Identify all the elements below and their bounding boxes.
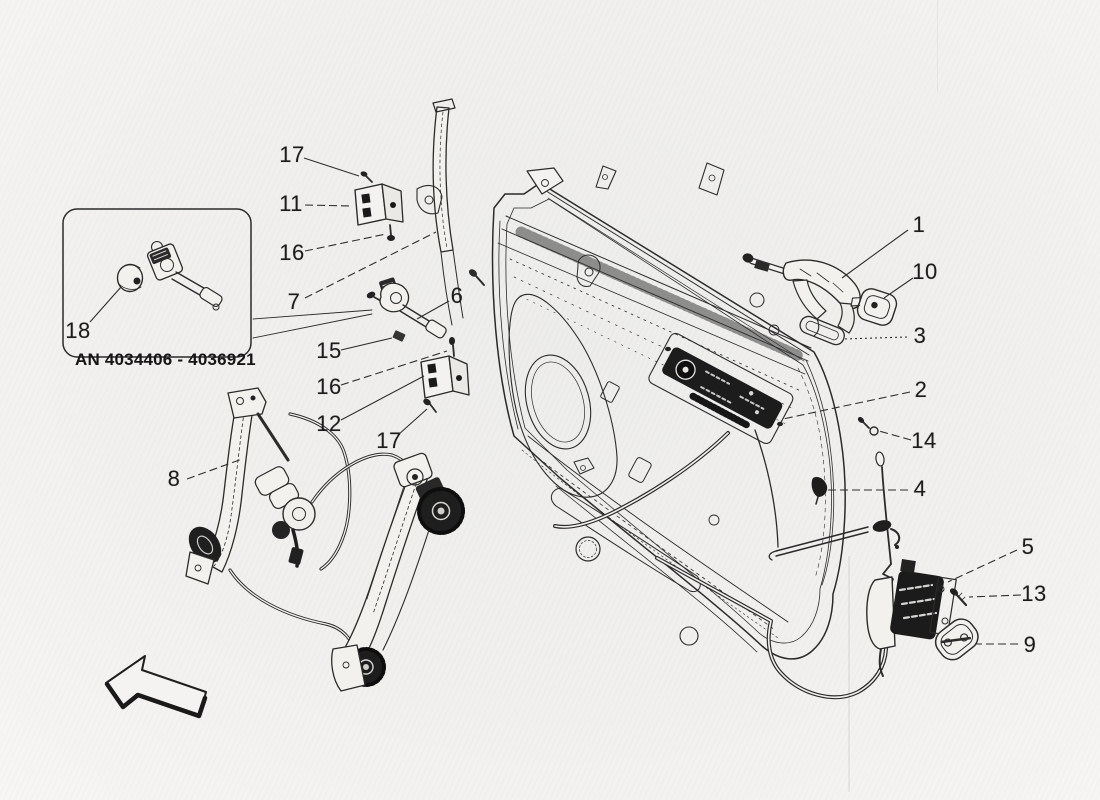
leader-line-3	[842, 336, 908, 340]
callout-label-6: 6	[450, 283, 464, 308]
callout-label-16: 16	[279, 240, 305, 265]
leader-line-17	[303, 157, 360, 177]
callout-label-5: 5	[1021, 534, 1035, 559]
door-check-strap	[366, 277, 447, 342]
inner-latch-mechanism	[648, 332, 794, 445]
inset-detail-box	[62, 208, 373, 358]
leader-line-16	[304, 233, 387, 252]
handle-gasket	[799, 315, 845, 346]
window-glass-channel	[432, 98, 464, 326]
callout-label-7: 7	[287, 289, 301, 314]
leader-line-2	[782, 391, 911, 420]
callout-label-3: 3	[913, 323, 927, 348]
window-regulator-front	[185, 387, 316, 585]
callout-label-1: 1	[912, 212, 926, 237]
upper-hinge	[354, 171, 443, 241]
leader-line-12	[340, 375, 425, 421]
panel-bolt	[468, 269, 485, 286]
leader-line-18	[89, 286, 122, 323]
callout-label-17: 17	[279, 142, 305, 167]
leader-line-10	[883, 277, 914, 299]
lock-screw	[949, 588, 968, 607]
callout-label-9: 9	[1023, 632, 1037, 657]
callout-label-14: 14	[911, 428, 937, 453]
door-lock-actuator	[866, 558, 957, 677]
door-inner-panel	[491, 162, 846, 660]
inset-caption: AN 4034406 - 4036921	[75, 350, 256, 369]
lock-cylinder-cover	[850, 288, 898, 326]
leader-line-13	[968, 594, 1022, 598]
callout-label-2: 2	[914, 377, 928, 402]
callout-label-15: 15	[316, 338, 342, 363]
leader-line-8	[186, 458, 243, 480]
leader-line-5	[947, 549, 1018, 583]
callout-label-13: 13	[1021, 581, 1047, 606]
callout-label-8: 8	[167, 466, 181, 491]
scan-artifact-line	[848, 556, 850, 792]
callout-label-10: 10	[912, 259, 938, 284]
exterior-door-handle	[742, 253, 861, 337]
leader-line-14	[878, 430, 912, 441]
callout-label-12: 12	[316, 411, 342, 436]
leader-line-11	[304, 204, 353, 207]
leader-line-15	[340, 337, 393, 351]
callout-label-18: 18	[65, 318, 91, 343]
callout-label-17: 17	[376, 428, 402, 453]
leader-line-17	[397, 408, 428, 436]
leader-line-6	[416, 300, 450, 320]
scan-artifact-line	[937, 0, 939, 92]
callout-label-11: 11	[279, 191, 303, 216]
callout-label-16: 16	[316, 374, 342, 399]
leader-line-16	[340, 350, 448, 386]
direction-arrow-icon	[104, 655, 208, 719]
lower-hinge	[420, 337, 470, 413]
callout-label-4: 4	[913, 476, 927, 501]
leader-line-1	[841, 229, 909, 279]
leader-line-7	[304, 231, 437, 299]
lock-striker	[934, 618, 979, 661]
window-regulator-rear	[331, 452, 465, 692]
